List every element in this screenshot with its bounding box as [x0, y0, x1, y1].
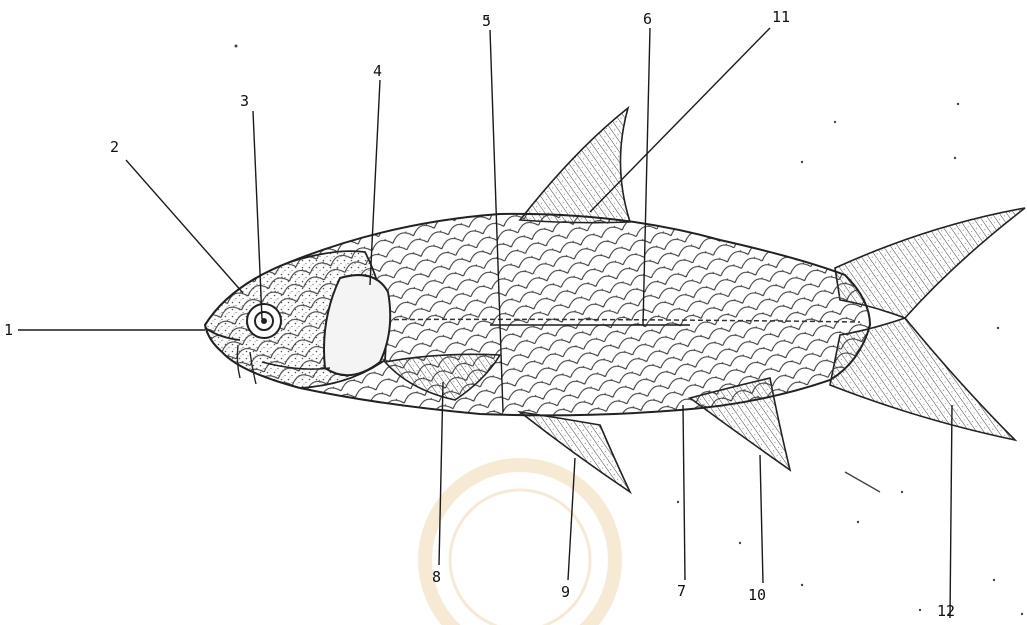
dorsal-fin: [520, 108, 630, 223]
fish-head: [205, 251, 390, 388]
leader-10: [760, 455, 763, 583]
label-11: 11: [772, 8, 790, 26]
eye: [247, 304, 281, 338]
label-1: 1: [4, 321, 13, 339]
label-10: 10: [748, 586, 766, 604]
label-6: 6: [643, 10, 652, 28]
leader-7: [683, 405, 685, 580]
watermark-seal: [425, 465, 615, 625]
leader-12: [950, 405, 952, 618]
leader-2: [126, 160, 243, 293]
label-9: 9: [561, 583, 570, 601]
label-3: 3: [240, 92, 249, 110]
label-4: 4: [373, 62, 382, 80]
label-8: 8: [432, 568, 441, 586]
label-2: 2: [110, 138, 119, 156]
label-5: 5: [482, 12, 491, 30]
label-7: 7: [677, 582, 686, 600]
label-12: 12: [937, 602, 955, 620]
